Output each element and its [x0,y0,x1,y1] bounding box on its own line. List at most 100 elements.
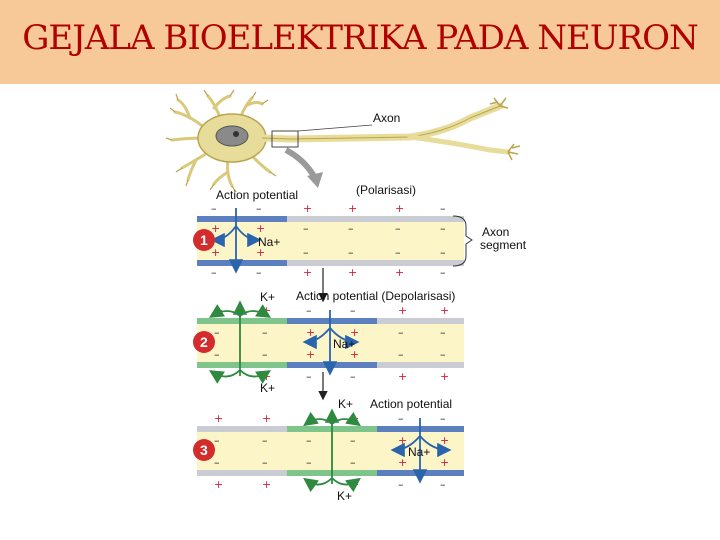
neuron-illustration [165,89,521,193]
na-ion-label: Na+ [333,337,355,351]
svg-text:–: – [256,266,262,279]
svg-text:–: – [214,456,220,469]
svg-text:–: – [348,246,354,259]
svg-text:+: + [211,222,220,235]
step-badge [193,439,215,461]
svg-text:–: – [440,478,446,491]
svg-text:–: – [256,202,262,215]
svg-text:–: – [214,434,220,447]
svg-text:+: + [440,304,449,317]
svg-text:+: + [256,246,265,259]
axon-segment-step-1: –– +++– ++ –––– ++ –––– –– +++– 1 Na+ Ax… [193,202,527,303]
svg-text:+: + [350,326,359,339]
na-influx-arrows [210,208,262,274]
svg-text:–: – [440,326,446,339]
na-ion-label: Na+ [258,235,280,249]
svg-text:–: – [306,370,312,383]
svg-text:–: – [214,326,220,339]
svg-text:–: – [440,246,446,259]
svg-text:–: – [440,412,446,425]
svg-text:+: + [440,370,449,383]
svg-text:+: + [398,434,407,447]
svg-text:+: + [398,370,407,383]
svg-text:–: – [306,456,312,469]
svg-text:+: + [440,456,449,469]
dendrites-outline [165,89,277,193]
step-number: 2 [200,334,208,350]
svg-text:+: + [398,304,407,317]
action-potential-label-1: Action potential [216,188,298,202]
svg-text:+: + [350,348,359,361]
svg-text:–: – [398,412,404,425]
svg-text:–: – [262,434,268,447]
axon-segment-step-3: ++ ++–– –– ––++ –– ––++ ++ ++–– 3 Na+ [193,408,464,493]
svg-text:–: – [348,222,354,235]
svg-text:–: – [262,348,268,361]
svg-text:+: + [303,202,312,215]
depolarisasi-label: Action potential (Depolarisasi) [296,289,455,303]
svg-text:–: – [306,434,312,447]
svg-text:+: + [211,246,220,259]
membrane-green [197,318,287,324]
svg-text:–: – [440,222,446,235]
svg-text:–: – [398,478,404,491]
svg-text:–: – [395,246,401,259]
membrane-resting [197,426,287,432]
axon-terminals [489,97,521,161]
k-efflux-arrows [303,408,361,493]
svg-text:–: – [262,456,268,469]
svg-text:–: – [395,222,401,235]
svg-text:–: – [398,348,404,361]
svg-text:+: + [262,412,271,425]
svg-text:–: – [211,266,217,279]
svg-text:–: – [306,304,312,317]
step-number: 1 [200,232,208,248]
axon-label: Axon [373,111,400,125]
segment-brace [452,215,473,267]
svg-text:–: – [440,202,446,215]
membrane-resting [287,260,464,266]
membrane-resting [197,470,287,476]
svg-text:–: – [398,326,404,339]
svg-text:+: + [214,478,223,491]
cytoplasm [197,216,464,266]
axon-segment-label: Axon [482,225,509,239]
svg-text:+: + [303,266,312,279]
na-ion-label: Na+ [408,445,430,459]
svg-text:+: + [440,434,449,447]
axon-leader-line [297,124,373,132]
k-ion-label: K+ [338,397,353,411]
polarisasi-label: (Polarisasi) [356,183,416,197]
svg-text:+: + [348,202,357,215]
membrane-blue [287,318,377,324]
svg-text:+: + [306,326,315,339]
svg-text:–: – [350,456,356,469]
svg-text:+: + [306,348,315,361]
membrane-resting [377,318,464,324]
axon-segment-step-2: ++ ––++ –– ++–– –– ++–– ++ ––++ 2 Na+ [193,300,464,401]
membrane-resting [287,216,464,222]
step-badge [193,331,215,353]
svg-text:–: – [303,246,309,259]
step-number: 3 [200,442,208,458]
svg-text:–: – [303,222,309,235]
svg-text:+: + [256,222,265,235]
svg-text:+: + [348,266,357,279]
membrane-resting [377,362,464,368]
nucleolus [233,131,239,137]
axon-branch [407,134,511,155]
svg-text:+: + [262,478,271,491]
svg-text:–: – [440,266,446,279]
action-potential-label-3: Action potential [370,397,452,411]
svg-text:–: – [350,304,356,317]
page-title: GEJALA BIOELEKTRIKA PADA NEURON [22,18,698,58]
k-ion-label: K+ [337,489,352,503]
svg-text:–: – [214,348,220,361]
membrane-green [197,362,287,368]
svg-text:+: + [395,266,404,279]
na-influx-arrows [302,310,360,376]
na-influx-arrows [390,418,452,484]
svg-text:–: – [350,434,356,447]
axon-segment-label: segment [480,238,527,252]
